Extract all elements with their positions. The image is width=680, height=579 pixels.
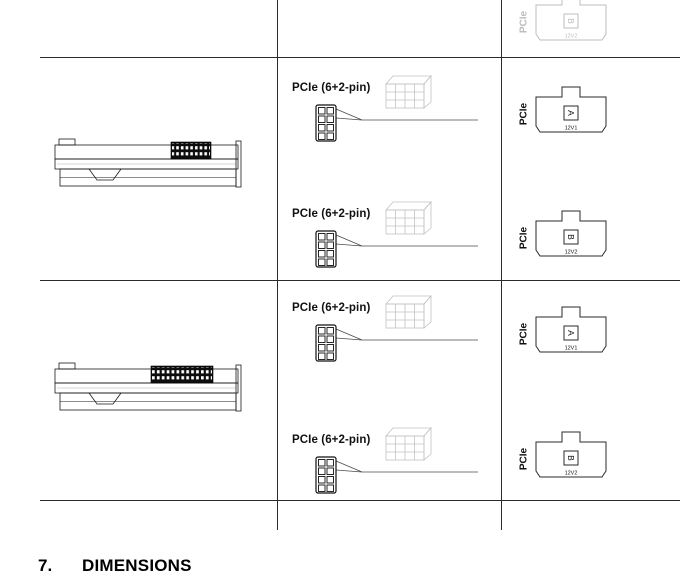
socket-type-label: PCIe — [519, 226, 530, 249]
socket-rail-label: 12V2 — [565, 250, 578, 256]
cable-diagram-4: PCIe (6+2-pin) — [290, 426, 480, 496]
psu-socket-partial-b: PCIe B 12V2 — [512, 0, 622, 52]
socket-rail-label: 12V1 — [565, 126, 578, 132]
psu-socket-icon: PCIe A 12V1 — [519, 306, 607, 353]
socket-letter: A — [566, 110, 576, 116]
cable-drawing — [315, 200, 478, 268]
gpu-card-illustration-1 — [54, 138, 242, 188]
cable-label: PCIe (6+2-pin) — [292, 82, 371, 94]
cable-diagram-2: PCIe (6+2-pin) — [290, 200, 480, 270]
cable-drawing — [315, 294, 478, 362]
psu-socket-icon: PCIe A 12V1 — [519, 86, 607, 133]
section-title: DIMENSIONS — [82, 556, 192, 575]
cable-label: PCIe (6+2-pin) — [292, 434, 371, 446]
socket-letter: B — [566, 455, 576, 461]
cable-wire-lines — [335, 108, 478, 121]
cable-label: PCIe (6+2-pin) — [292, 302, 371, 314]
table-row-divider-middle — [40, 280, 680, 281]
socket-rail-label: 12V2 — [565, 471, 578, 477]
socket-letter: B — [566, 18, 576, 24]
table-row-divider-bottom — [40, 500, 680, 501]
socket-letter: A — [566, 330, 576, 336]
cable-wire-lines — [335, 460, 478, 473]
faded-connector-housing-icon — [385, 200, 432, 235]
table-column-divider-left — [277, 0, 278, 530]
cable-diagram-1: PCIe (6+2-pin) — [290, 74, 480, 144]
psu-socket-row1-b: PCIe B 12V2 — [512, 210, 612, 266]
section-number: 7. — [38, 556, 53, 575]
cable-wire-lines — [335, 234, 478, 247]
cable-wire-lines — [335, 328, 478, 341]
pcie-8pin-connector-icon — [315, 104, 337, 142]
socket-type-label: PCIe — [519, 322, 530, 345]
psu-socket-icon: PCIe B 12V2 — [519, 0, 607, 41]
psu-socket-icon: PCIe B 12V2 — [519, 431, 607, 478]
table-column-divider-right — [501, 0, 502, 530]
cable-drawing — [315, 426, 478, 494]
socket-type-label: PCIe — [519, 102, 530, 125]
cable-drawing — [315, 74, 478, 142]
faded-connector-housing-icon — [385, 294, 432, 329]
cable-diagram-3: PCIe (6+2-pin) — [290, 294, 480, 364]
psu-socket-row2-b: PCIe B 12V2 — [512, 431, 612, 487]
socket-type-label: PCIe — [519, 10, 530, 33]
socket-rail-label: 12V1 — [565, 346, 578, 352]
socket-type-label: PCIe — [519, 447, 530, 470]
faded-connector-housing-icon — [385, 74, 432, 109]
gpu-card-illustration-2 — [54, 362, 242, 412]
pcie-8pin-connector-icon — [315, 324, 337, 362]
socket-rail-label: 12V2 — [565, 34, 578, 40]
pcie-8pin-connector-icon — [315, 456, 337, 494]
psu-socket-row2-a: PCIe A 12V1 — [512, 306, 612, 362]
faded-connector-housing-icon — [385, 426, 432, 461]
pcie-8pin-connector-icon — [315, 230, 337, 268]
table-row-divider-top — [40, 57, 680, 58]
socket-letter: B — [566, 234, 576, 240]
psu-socket-icon: PCIe B 12V2 — [519, 210, 607, 257]
psu-socket-row1-a: PCIe A 12V1 — [512, 86, 612, 142]
cable-label: PCIe (6+2-pin) — [292, 208, 371, 220]
